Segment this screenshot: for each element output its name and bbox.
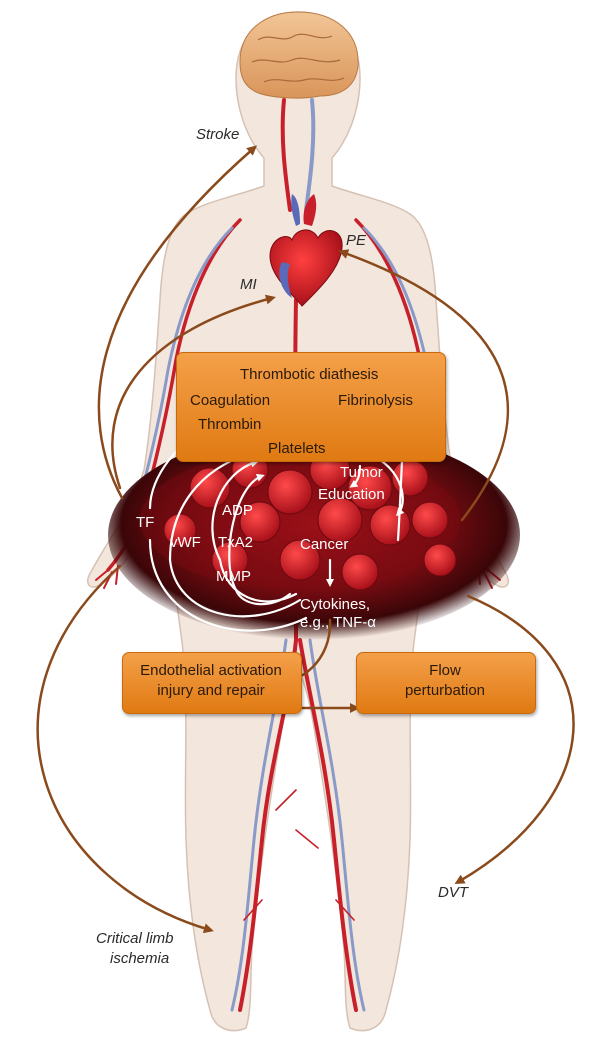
fibrinolysis-label: Fibrinolysis xyxy=(338,392,413,409)
flow-line1: Flow xyxy=(356,662,534,679)
mmp-label: MMP xyxy=(216,568,251,585)
adp-label: ADP xyxy=(222,502,253,519)
coagulation-label: Coagulation xyxy=(190,392,270,409)
platelets-label: Platelets xyxy=(268,440,326,457)
endothelial-line2: injury and repair xyxy=(122,682,300,699)
thrombotic-diathesis-title: Thrombotic diathesis xyxy=(240,366,378,383)
pe-label: PE xyxy=(346,232,366,249)
vwf-label: vWF xyxy=(170,534,201,551)
flow-line2: perturbation xyxy=(356,682,534,699)
tf-label: TF xyxy=(136,514,154,531)
arrow-to-dvt xyxy=(458,596,574,882)
stroke-label: Stroke xyxy=(196,126,239,143)
cytokines-line2: e.g., TNF-α xyxy=(300,614,376,631)
education-label: Education xyxy=(318,486,385,503)
tumor-label: Tumor xyxy=(340,464,383,481)
critical-limb-line2: ischemia xyxy=(110,950,169,967)
txa2-label: TxA2 xyxy=(218,534,253,551)
brain-icon xyxy=(240,12,358,98)
mi-label: MI xyxy=(240,276,257,293)
thrombin-label: Thrombin xyxy=(198,416,261,433)
endothelial-line1: Endothelial activation xyxy=(122,662,300,679)
critical-limb-line1: Critical limb xyxy=(96,930,174,947)
cancer-label: Cancer xyxy=(300,536,348,553)
dvt-label: DVT xyxy=(438,884,468,901)
cytokines-line1: Cytokines, xyxy=(300,596,370,613)
